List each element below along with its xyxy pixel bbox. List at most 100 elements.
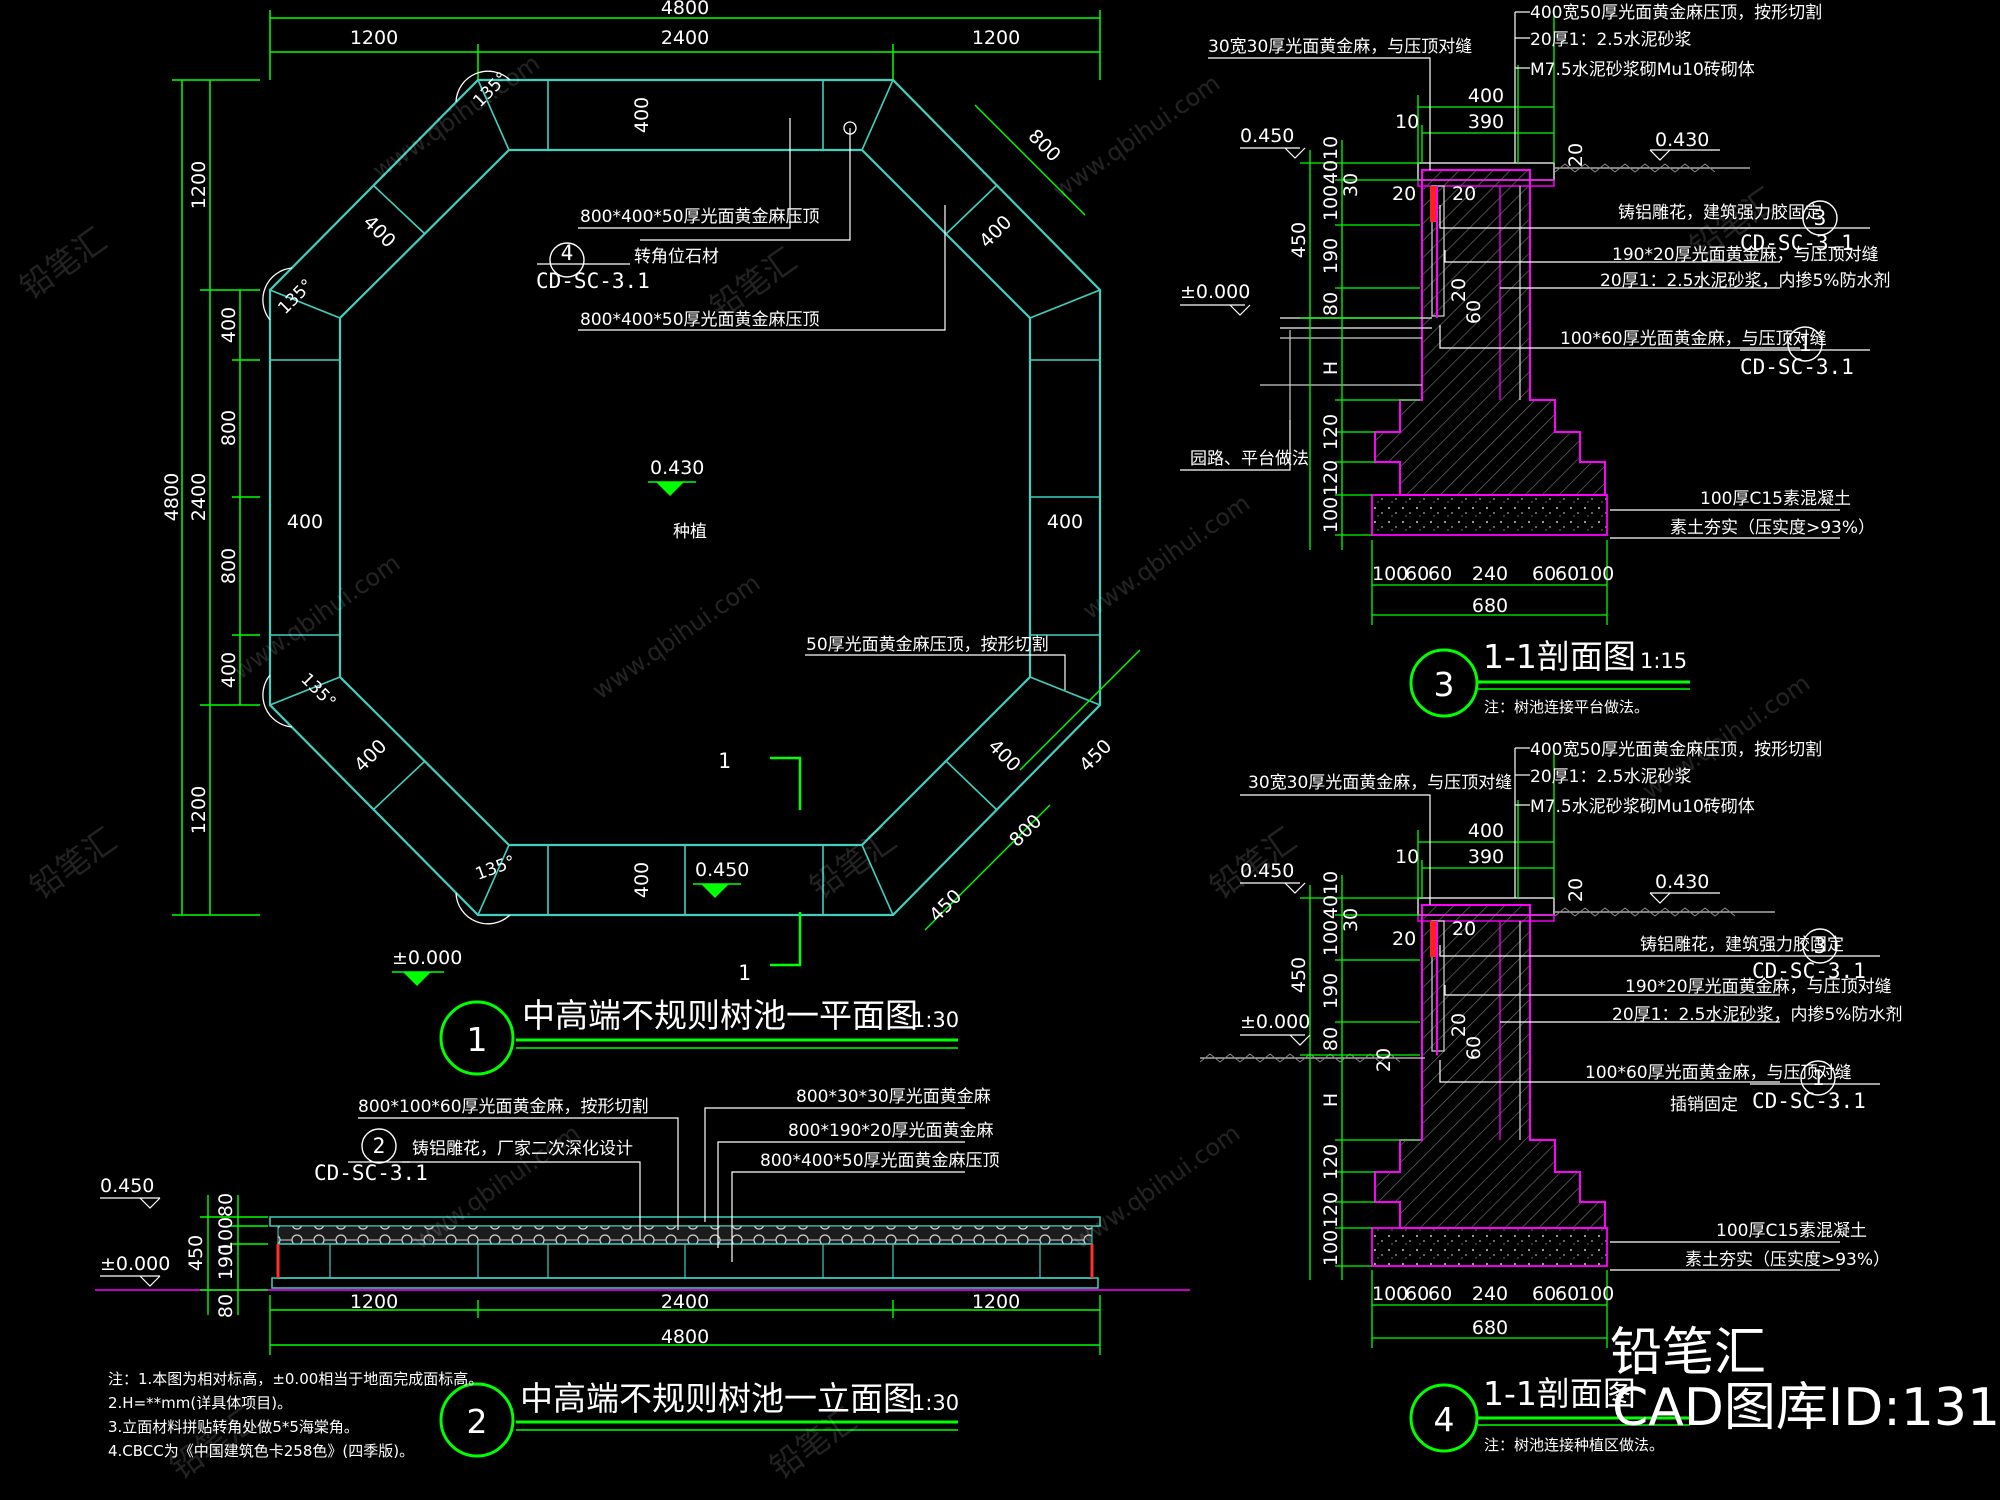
section3-dim-b-g: 100 xyxy=(1578,563,1614,585)
section4-title-note: 注：树池连接种植区做法。 xyxy=(1484,1436,1664,1454)
plan-seg-nw: 400 xyxy=(359,211,400,252)
section4-label-4: 30宽30厚光面黄金麻，与压顶对缝 xyxy=(1248,773,1512,793)
elevation-ornament-band xyxy=(277,1225,1093,1245)
section4-label-10: 100厚C15素混凝土 xyxy=(1716,1221,1867,1241)
section4-dim-d8: H xyxy=(1320,1093,1342,1107)
section3-leaders xyxy=(1180,11,1840,539)
section4-dim-d9: 120 xyxy=(1320,1144,1342,1180)
section3-ornament xyxy=(1430,186,1436,222)
section3-dim-b-a: 100 xyxy=(1372,563,1408,585)
plan-coping-joints xyxy=(269,79,1101,916)
plan-dim-left-s4: 400 xyxy=(218,652,240,688)
section3-dim-b-e: 60 xyxy=(1532,563,1556,585)
elevation-dim-total: 450 xyxy=(185,1235,207,1271)
section4-ref-b-number: 1 xyxy=(1812,1066,1825,1090)
elevation-dim-h3: 190 xyxy=(215,1244,237,1280)
section3-label-11: 素土夯实（压实度>93%） xyxy=(1670,518,1875,538)
plan-label-coping-cut: 50厚光面黄金麻压顶，按形切割 xyxy=(806,635,1049,655)
section4-dim-b-b: 60 xyxy=(1405,1283,1429,1305)
section4-dim-390: 390 xyxy=(1468,846,1504,868)
section3-label-8: 100*60厚光面黄金麻，与压顶对缝 xyxy=(1560,329,1827,349)
plan-seg-top: 400 xyxy=(631,97,653,133)
elevation-label-d: 800*190*20厚光面黄金麻 xyxy=(788,1121,994,1141)
plan-elev-rim: 0.450 xyxy=(695,859,749,881)
note-2: 2.H=**mm(详具体项目)。 xyxy=(108,1394,292,1412)
plan-dim-left-mid: 2400 xyxy=(188,473,210,521)
section3-ref-a-number: 3 xyxy=(1814,206,1827,230)
elevation-label-b: 铸铝雕花，厂家二次深化设计 xyxy=(412,1139,633,1159)
watermark-site-4: www.qbihui.com xyxy=(587,569,765,705)
section4-dim-inner-a: 20 xyxy=(1448,1013,1470,1037)
plan-dim-se3: 450 xyxy=(925,885,966,926)
watermark-site-1: www.qbihui.com xyxy=(367,49,545,185)
plan-section-cut-lower xyxy=(770,912,802,967)
section3-elev-ground: ±0.000 xyxy=(1180,281,1250,303)
section4-elev-right: 0.430 xyxy=(1655,871,1709,893)
elevation-label-c: 800*30*30厚光面黄金麻 xyxy=(796,1087,991,1107)
watermark-site-3: www.qbihui.com xyxy=(227,549,405,685)
plan-title-circle xyxy=(439,1000,515,1076)
section3-concrete xyxy=(1371,494,1608,536)
plan-dim-left-top: 1200 xyxy=(188,161,210,209)
section3-dim-b-d: 240 xyxy=(1472,563,1508,585)
plan-seg-bottom: 400 xyxy=(631,862,653,898)
section3-dim-inner-a: 20 xyxy=(1448,278,1470,302)
section3-dim-10: 10 xyxy=(1395,111,1419,133)
plan-view: 4800 1200 2400 1200 4800 1200 2400 1200 … xyxy=(161,0,1141,1076)
brand-logo-text: 铅笔汇 xyxy=(1610,1323,1766,1383)
plan-label-planting: 种植 xyxy=(673,522,707,542)
plan-dim-left-s1: 400 xyxy=(218,307,240,343)
section4-dim-inner-d: 20 xyxy=(1373,1048,1395,1072)
elevation-title-text: 中高端不规则树池一立面图 xyxy=(520,1379,916,1418)
section3-ref-b-number: 1 xyxy=(1799,332,1812,356)
section4-dim-d2: 40 xyxy=(1320,895,1342,919)
section4-dim-b-c: 60 xyxy=(1428,1283,1452,1305)
section4-dim-inner-c: 60 xyxy=(1463,1036,1485,1060)
section4-label-6: 190*20厚光面黄金麻，与压顶对缝 xyxy=(1625,977,1892,997)
section3-dim-d6: 80 xyxy=(1320,292,1342,316)
plan-title-number: 1 xyxy=(467,1020,488,1059)
section3-title-text: 1-1剖面图 xyxy=(1483,637,1636,676)
section4-top-dimensions xyxy=(1417,745,1555,898)
section4-dim-10: 10 xyxy=(1395,846,1419,868)
section3-elev-left: 0.450 xyxy=(1240,125,1294,147)
section4-bottom-dimensions xyxy=(1371,1270,1608,1348)
elevation-elev-top: 0.450 xyxy=(100,1175,154,1197)
section3-dim-20: 20 xyxy=(1565,143,1587,167)
section3-dim-b-total: 680 xyxy=(1472,595,1508,617)
section4-dim-d5: 190 xyxy=(1320,973,1342,1009)
watermark-brand-4: 铅笔汇 xyxy=(23,820,123,906)
elevation-bottom-dimensions xyxy=(269,1295,1101,1355)
plan-seg-sw: 400 xyxy=(350,735,391,776)
section3-label-4: 30宽30厚光面黄金麻，与压顶对缝 xyxy=(1208,37,1472,57)
section4-dim-b-d: 240 xyxy=(1472,1283,1508,1305)
section3-dim-d4: 100 xyxy=(1320,185,1342,221)
section4-concrete xyxy=(1371,1227,1608,1267)
section4-dim-d6: 80 xyxy=(1320,1027,1342,1051)
section4-dim-b-e: 60 xyxy=(1532,1283,1556,1305)
elevation-leaders xyxy=(358,1107,965,1262)
section4-dim-b-g: 100 xyxy=(1578,1283,1614,1305)
elevation-dim-h2: 100 xyxy=(215,1217,237,1253)
general-notes: 注：1.本图为相对标高，±0.00相当于地面完成面标高。 2.H=**mm(详具… xyxy=(108,1370,483,1460)
plan-leaders xyxy=(578,118,1066,690)
elevation-joints xyxy=(329,1244,1041,1278)
watermark-site-5: www.qbihui.com xyxy=(1077,489,1255,625)
section4-label-8: 100*60厚光面黄金麻，与压顶对缝 xyxy=(1585,1063,1852,1083)
section4-dim-b-a: 100 xyxy=(1372,1283,1408,1305)
plan-label-coping-right: 800*400*50厚光面黄金麻压顶 xyxy=(580,310,820,330)
section4-label-3: M7.5水泥砂浆砌Mu10砖砌体 xyxy=(1530,797,1755,817)
plan-elev-ground: ±0.000 xyxy=(392,947,462,969)
section3-dim-inner-b: 20 xyxy=(1452,183,1476,205)
plan-dim-top-b: 2400 xyxy=(661,27,709,49)
plan-section-mark-upper: 1 xyxy=(718,749,731,773)
section3-dim-d8: H xyxy=(1320,361,1342,375)
plan-dim-top-c: 1200 xyxy=(972,27,1020,49)
section4-elev-left: 0.450 xyxy=(1240,860,1294,882)
section3-label-7: 20厚1：2.5水泥砂浆，内掺5%防水剂 xyxy=(1600,271,1890,291)
plan-dim-left-bottom: 1200 xyxy=(188,786,210,834)
elevation-ref2-code: CD-SC-3.1 xyxy=(314,1161,428,1185)
section3-label-9: 园路、平台做法 xyxy=(1190,449,1309,469)
plan-dim-se2: 800 xyxy=(1005,810,1046,851)
